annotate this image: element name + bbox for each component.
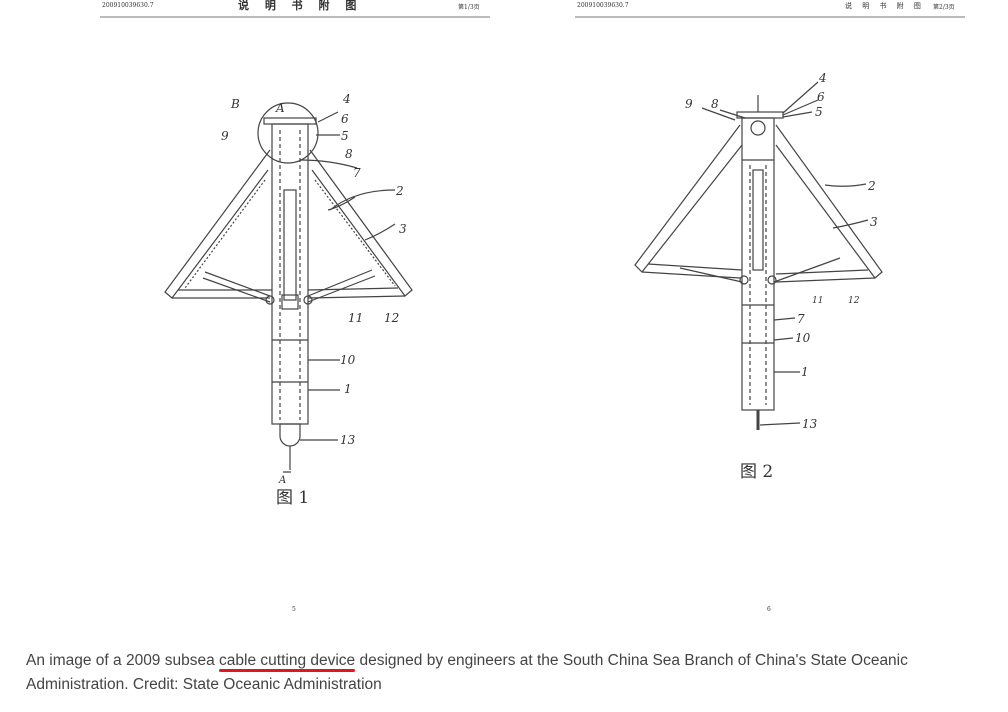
figure-1-drawing bbox=[164, 102, 413, 473]
caption-text-after: designed by engineers at the South China… bbox=[26, 652, 908, 693]
header-number: 200910039630.7 bbox=[577, 2, 629, 9]
figure-1-caption: 图 1 bbox=[276, 488, 309, 508]
svg-text:12: 12 bbox=[384, 311, 399, 325]
svg-text:13: 13 bbox=[802, 417, 818, 431]
svg-text:11: 11 bbox=[812, 296, 823, 306]
header-title: 说 明 书 附 图 bbox=[845, 2, 925, 10]
patent-page-left: 200910039630.7 说 明 书 附 图 第1/3页 bbox=[100, 0, 490, 625]
image-caption: An image of a 2009 subsea cable cutting … bbox=[26, 649, 996, 697]
svg-text:4: 4 bbox=[342, 92, 351, 106]
header-title: 说 明 书 附 图 bbox=[238, 0, 363, 12]
page-number: 6 bbox=[767, 606, 771, 613]
svg-text:5: 5 bbox=[815, 105, 823, 119]
svg-text:1: 1 bbox=[801, 365, 809, 379]
svg-text:3: 3 bbox=[870, 215, 878, 229]
page-number: 5 bbox=[292, 606, 296, 613]
caption-text-before: An image of a 2009 subsea bbox=[26, 652, 220, 669]
svg-text:11: 11 bbox=[348, 311, 363, 325]
svg-text:2: 2 bbox=[867, 179, 876, 193]
svg-text:5: 5 bbox=[341, 129, 349, 143]
svg-text:2: 2 bbox=[395, 184, 404, 198]
svg-text:13: 13 bbox=[340, 433, 356, 447]
figure-2-caption: 图 2 bbox=[740, 462, 773, 482]
svg-text:7: 7 bbox=[797, 312, 805, 326]
caption-highlight-link[interactable]: cable cutting device bbox=[219, 652, 356, 669]
svg-text:1: 1 bbox=[344, 382, 352, 396]
svg-text:4: 4 bbox=[818, 71, 827, 85]
figure-2-labels: 4 6 5 9 8 2 3 11 12 7 10 1 13 图 2 6 bbox=[685, 71, 878, 613]
svg-text:7: 7 bbox=[353, 166, 361, 180]
svg-text:B: B bbox=[230, 97, 240, 111]
svg-text:8: 8 bbox=[345, 147, 353, 161]
svg-text:9: 9 bbox=[685, 97, 693, 111]
svg-text:10: 10 bbox=[795, 331, 811, 345]
svg-text:9: 9 bbox=[221, 129, 229, 143]
patent-page-right: 200910039630.7 说 明 书 附 图 第2/3页 bbox=[575, 0, 965, 625]
svg-text:6: 6 bbox=[817, 90, 825, 104]
figure-2-drawing bbox=[634, 81, 883, 430]
svg-text:A: A bbox=[278, 475, 286, 486]
svg-text:3: 3 bbox=[399, 222, 407, 236]
header-page: 第2/3页 bbox=[933, 4, 955, 11]
svg-text:8: 8 bbox=[711, 97, 719, 111]
patent-drawings: B A 4 6 5 9 8 7 2 3 11 12 10 1 13 A 图 1 … bbox=[164, 71, 883, 613]
header-divider bbox=[100, 16, 490, 18]
header-number: 200910039630.7 bbox=[102, 2, 154, 9]
header-divider bbox=[575, 16, 965, 18]
header-page: 第1/3页 bbox=[458, 4, 480, 11]
svg-text:12: 12 bbox=[848, 296, 860, 306]
figure-1-labels: B A 4 6 5 9 8 7 2 3 11 12 10 1 13 A 图 1 … bbox=[221, 92, 407, 613]
svg-text:6: 6 bbox=[341, 112, 349, 126]
svg-text:A: A bbox=[275, 101, 285, 115]
svg-text:10: 10 bbox=[340, 353, 356, 367]
